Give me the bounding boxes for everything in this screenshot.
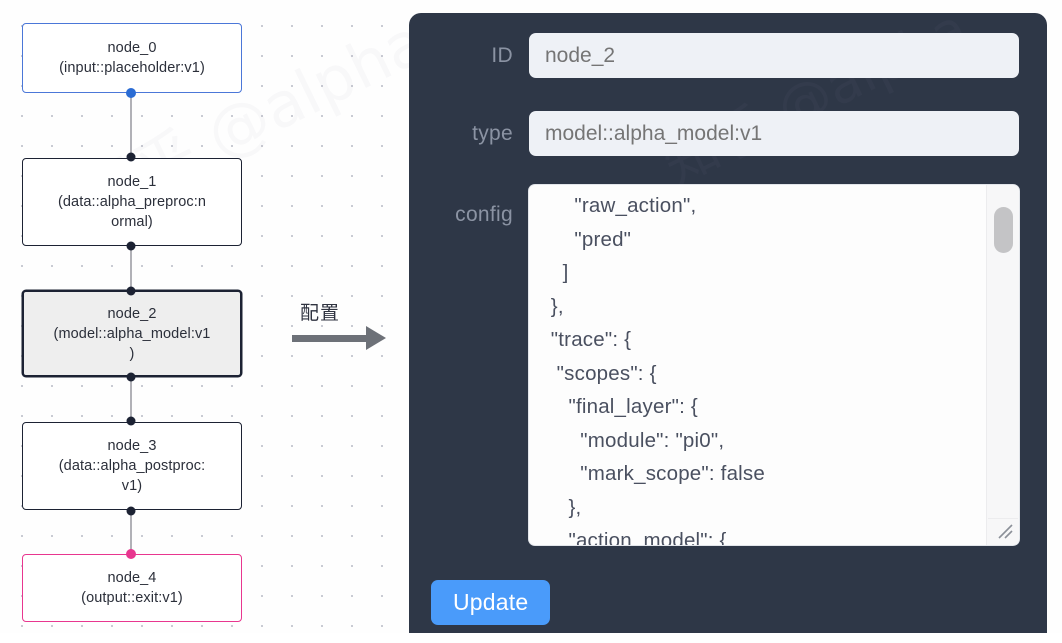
node-label: node_1 (data::alpha_preproc:n ormal) [57,174,207,230]
id-label: ID [491,43,513,67]
edge-node2-node3 [130,375,132,422]
node_1-input-port[interactable] [126,152,136,162]
right-arrow-icon [292,335,370,342]
node_3-output-port[interactable] [126,506,136,516]
node-label: node_3 (data::alpha_postproc: v1) [58,438,206,494]
annotation-arrow-group: 配置 [292,298,402,358]
right-arrow-head-icon [366,326,386,350]
config-editor[interactable]: "raw_action", "pred" ] }, "trace": { "sc… [529,185,1019,545]
graph-node-node_2[interactable]: node_2 (model::alpha_model:v1 ) [22,290,242,377]
update-button[interactable]: Update [431,580,551,625]
node-label: node_2 (model::alpha_model:v1 ) [53,305,211,362]
field-row-id: ID [409,33,1047,78]
node_2-input-port[interactable] [126,286,136,296]
type-label: type [472,121,513,145]
node_4-input-port[interactable] [126,549,136,559]
edge-node0-node1 [130,90,132,158]
field-row-config: config "raw_action", "pred" ] }, "trace"… [409,185,1047,545]
node_1-output-port[interactable] [126,241,136,251]
config-scrollbar-thumb[interactable] [994,207,1013,253]
config-label: config [455,203,513,226]
graph-node-node_0[interactable]: node_0 (input::placeholder:v1) [22,23,242,93]
edge-node3-node4 [130,510,132,555]
config-textarea[interactable]: "raw_action", "pred" ] }, "trace": { "sc… [550,194,765,545]
type-input[interactable] [529,111,1019,156]
field-row-type: type [409,111,1047,156]
edge-node1-node2 [130,245,132,292]
resize-handle[interactable] [988,518,1018,544]
node-label: node_0 (input::placeholder:v1) [59,40,205,76]
node-label: node_4 (output::exit:v1) [81,570,183,606]
graph-node-node_3[interactable]: node_3 (data::alpha_postproc: v1) [22,422,242,510]
node-properties-panel: 知乎 @alpha ID type config "raw_action", "… [409,13,1047,633]
id-input[interactable] [529,33,1019,78]
graph-node-node_1[interactable]: node_1 (data::alpha_preproc:n ormal) [22,158,242,246]
canvas-bottom-strip [0,633,1062,643]
node_0-output-port[interactable] [126,88,136,98]
config-scrollbar[interactable] [986,185,1019,545]
resize-grip-icon [998,524,1013,539]
graph-node-node_4[interactable]: node_4 (output::exit:v1) [22,554,242,622]
node_3-input-port[interactable] [126,416,136,426]
node_2-output-port[interactable] [126,372,136,382]
annotation-label: 配置 [300,302,341,324]
